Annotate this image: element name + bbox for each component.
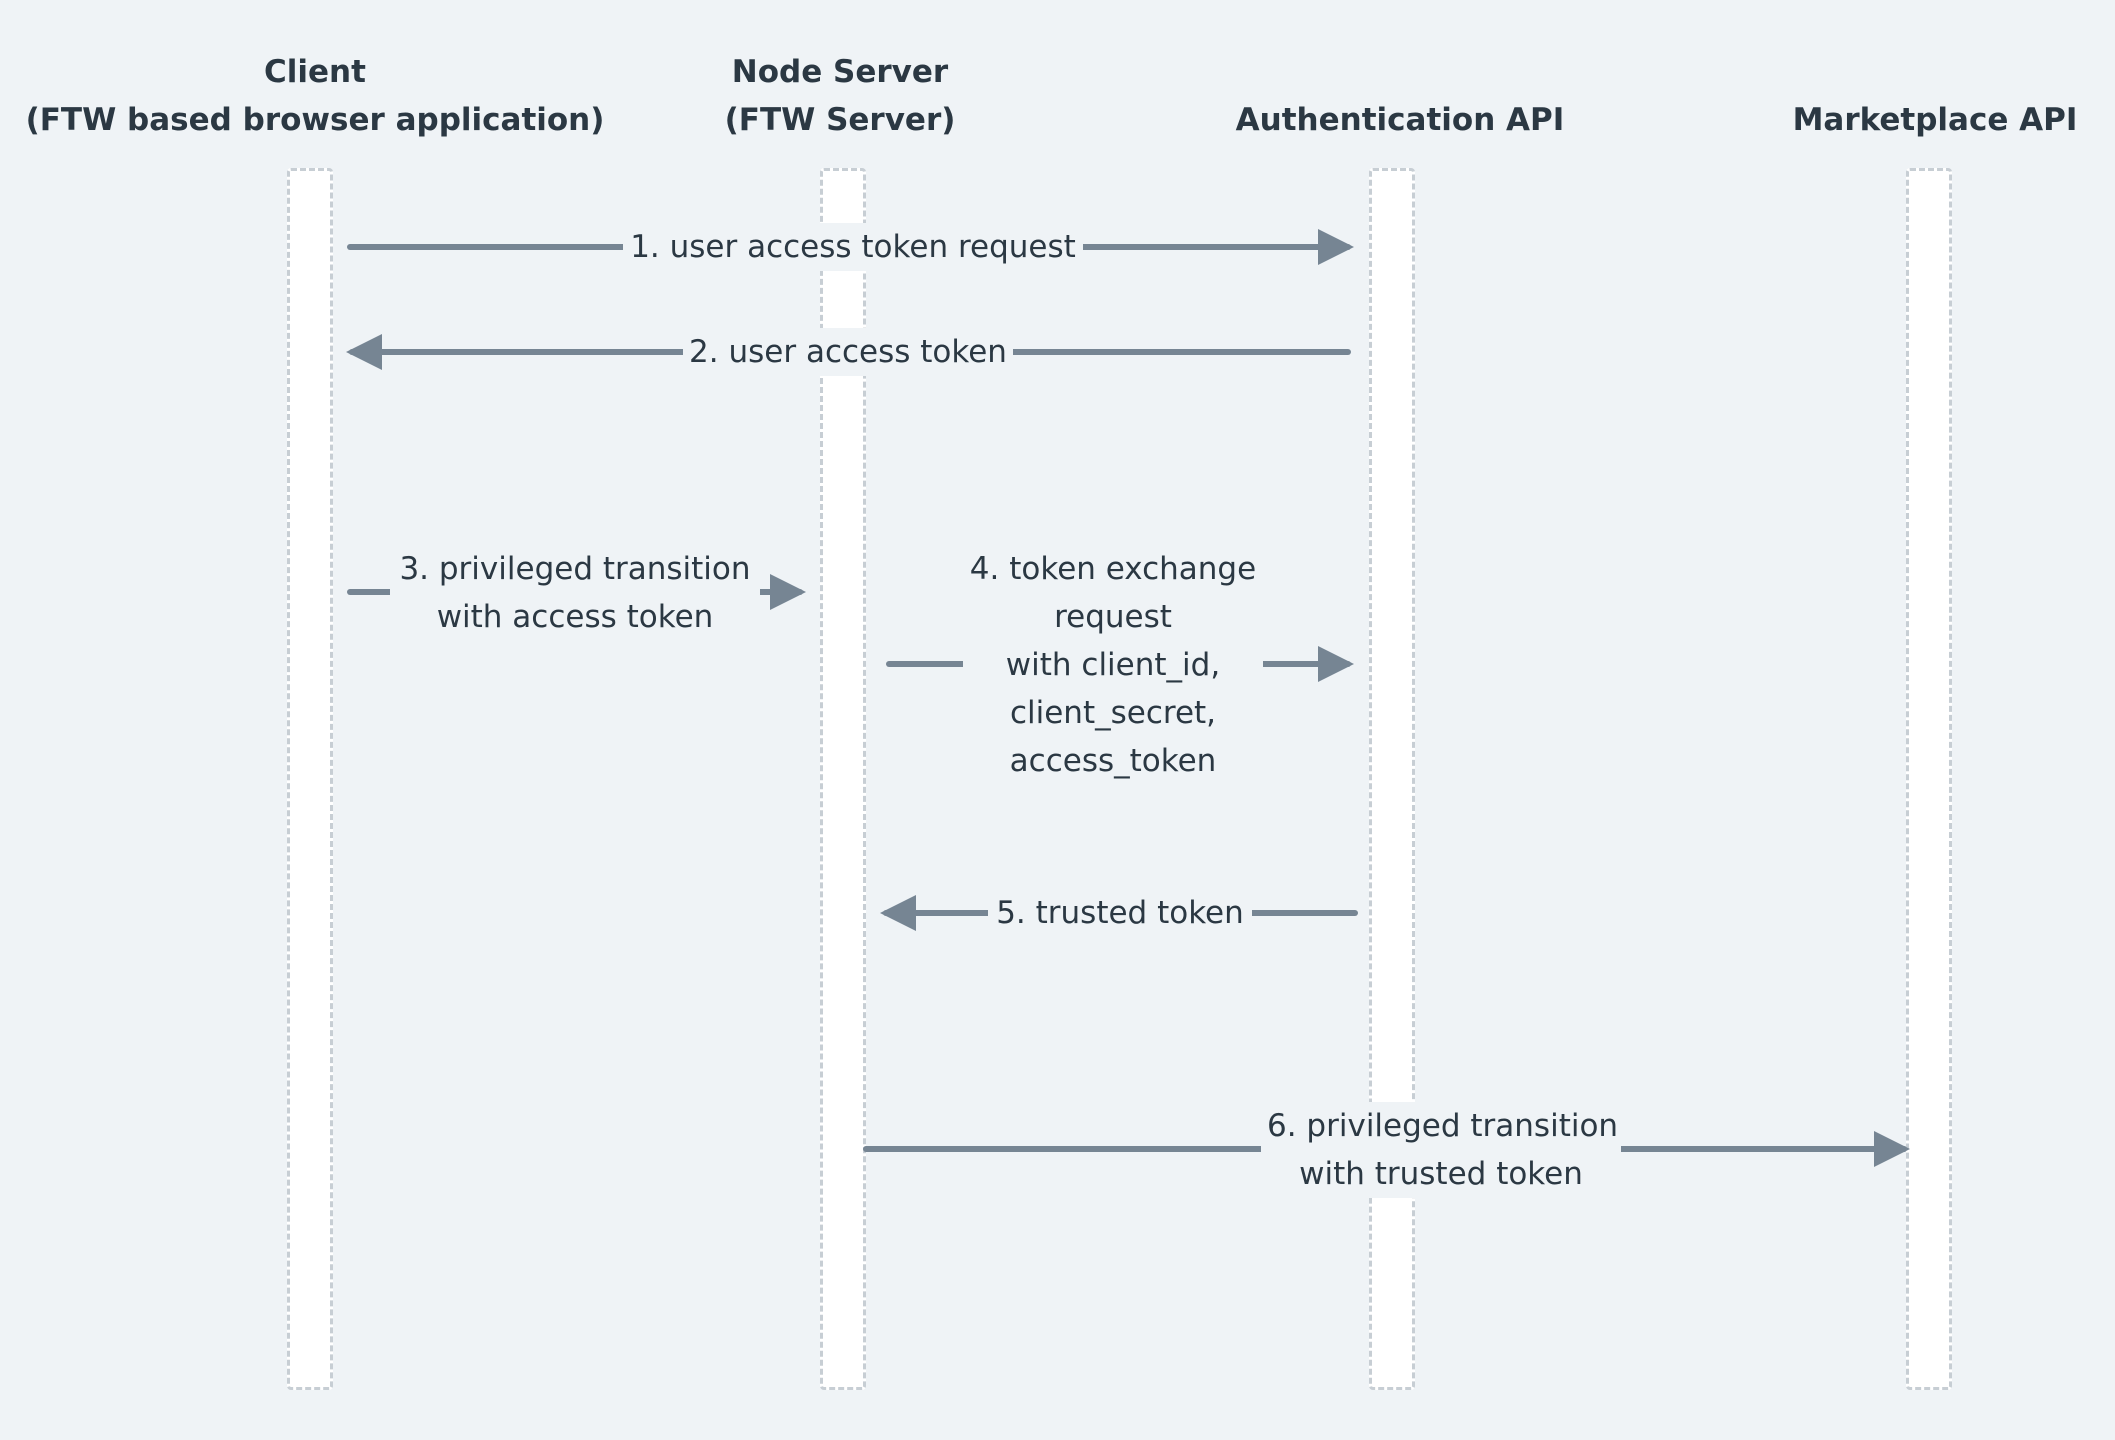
label-msg-5-line-1: 5. trusted token [996, 895, 1244, 931]
participant-auth-api-name: Authentication API [1235, 102, 1565, 138]
participant-client-subtitle: (FTW based browser application) [25, 102, 605, 138]
participant-auth-api: Authentication API [1200, 48, 1600, 193]
label-msg-2: 2. user access token [683, 328, 1013, 376]
label-msg-6-line-1: 6. privileged transition [1267, 1108, 1619, 1144]
participant-marketplace-api-name: Marketplace API [1792, 102, 2078, 138]
participant-node-server-subtitle: (FTW Server) [724, 102, 956, 138]
label-msg-3-line-2: with access token [436, 599, 714, 635]
lifeline-client [287, 168, 333, 1390]
label-msg-3-line-1: 3. privileged transition [399, 551, 751, 587]
participant-client: Client (FTW based browser application) [20, 48, 610, 193]
label-msg-4-line-5: access_token [1009, 743, 1217, 779]
participant-client-name: Client [264, 54, 366, 90]
label-msg-6: 6. privileged transition with trusted to… [1261, 1102, 1621, 1198]
label-msg-6-line-2: with trusted token [1299, 1156, 1583, 1192]
label-msg-1: 1. user access token request [623, 223, 1083, 271]
participant-node-server: Node Server (FTW Server) [640, 48, 1040, 193]
label-msg-2-line-1: 2. user access token [689, 334, 1007, 370]
label-msg-4-line-2: request [1054, 599, 1172, 635]
label-msg-4: 4. token exchange request with client_id… [963, 545, 1263, 785]
label-msg-4-line-1: 4. token exchange [969, 551, 1257, 587]
label-msg-4-line-4: client_secret, [1009, 695, 1217, 731]
label-msg-4-line-3: with client_id, [1005, 647, 1221, 683]
lifeline-marketplace-api [1906, 168, 1952, 1390]
label-msg-3: 3. privileged transition with access tok… [390, 545, 760, 641]
participant-marketplace-api: Marketplace API [1760, 48, 2110, 193]
label-msg-5: 5. trusted token [988, 889, 1252, 937]
label-msg-1-line-1: 1. user access token request [630, 229, 1076, 265]
participant-node-server-name: Node Server [731, 54, 949, 90]
